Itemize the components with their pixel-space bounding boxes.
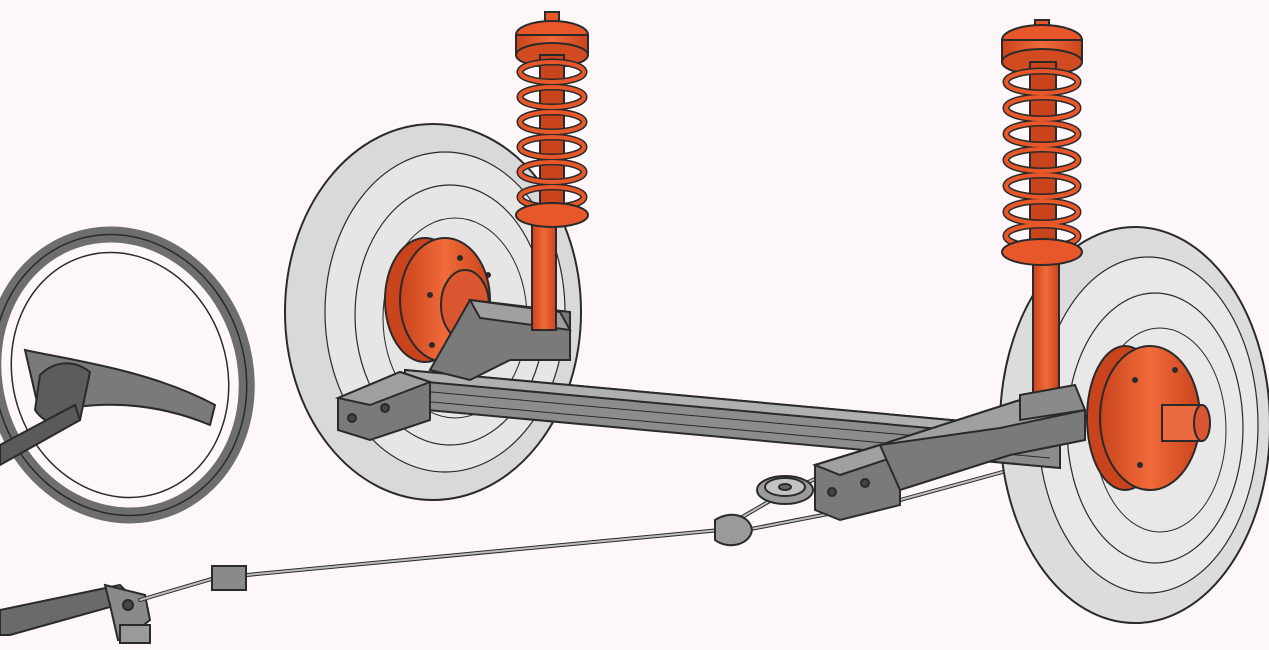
- cable-pulley: [756, 475, 814, 505]
- right-coil-spring-strut: [1001, 19, 1087, 422]
- rear-axle-beam: [334, 298, 1086, 522]
- left-coil-spring-strut: [515, 11, 589, 331]
- right-brake-drum: [1086, 345, 1211, 491]
- steering-wheel: [0, 226, 255, 524]
